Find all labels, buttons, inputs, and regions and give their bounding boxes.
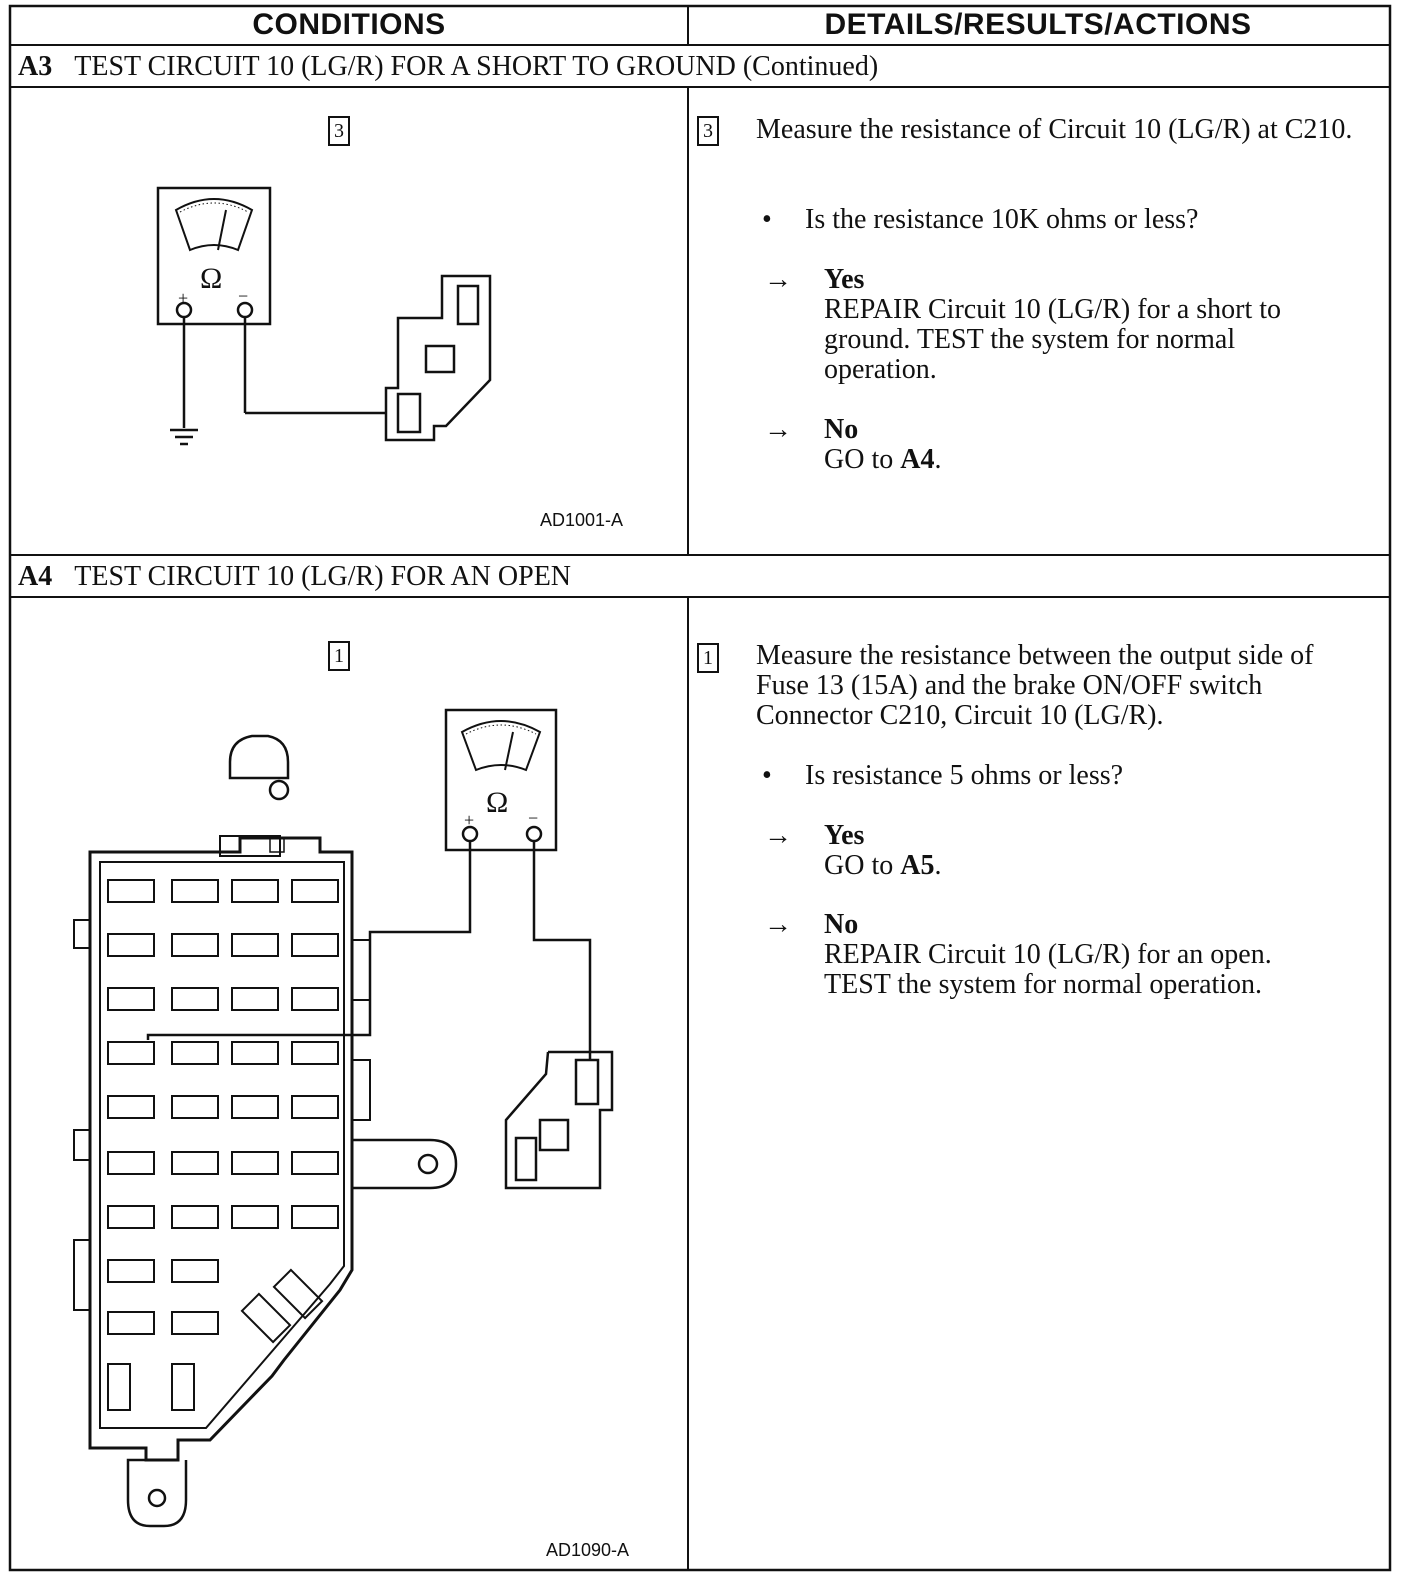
meter-needle bbox=[504, 731, 514, 771]
a3-figure-step-marker: 3 bbox=[328, 116, 350, 146]
a3-title: TEST CIRCUIT 10 (LG/R) FOR A SHORT TO GR… bbox=[74, 51, 879, 82]
a4-question: Is resistance 5 ohms or less? bbox=[805, 760, 1124, 791]
brake-switch-connector bbox=[504, 1050, 614, 1190]
a3-step-marker: 3 bbox=[697, 116, 719, 146]
a3-no-text: GO to A4. bbox=[824, 444, 942, 475]
a4-section-title: A4 TEST CIRCUIT 10 (LG/R) FOR AN OPEN bbox=[18, 561, 571, 593]
a4-step-number: A4 bbox=[18, 561, 53, 592]
a4-no-label: No bbox=[824, 909, 859, 940]
svg-text:−: − bbox=[238, 286, 248, 306]
a4-no-text: REPAIR Circuit 10 (LG/R) for an open. TE… bbox=[824, 939, 1272, 1000]
bullet-icon: • bbox=[762, 760, 772, 791]
a4-figure-id: AD1090-A bbox=[546, 1540, 630, 1560]
details-header: DETAILS/RESULTS/ACTIONS bbox=[824, 8, 1252, 41]
a3-ohmmeter-diagram: Ω + − bbox=[156, 186, 492, 446]
positive-lead bbox=[146, 841, 472, 1040]
a4-fuse-panel-diagram: Ω + − bbox=[73, 708, 614, 1528]
a4-step-text: Measure the resistance between the outpu… bbox=[756, 640, 1314, 731]
a4-yes-text: GO to A5. bbox=[824, 850, 942, 881]
a3-yes-label: Yes bbox=[824, 264, 865, 295]
ohmmeter-body bbox=[444, 708, 558, 852]
a4-figure-step-marker: 1 bbox=[328, 641, 350, 671]
fuse-panel-body bbox=[88, 836, 354, 1462]
a3-no-label: No bbox=[824, 414, 859, 445]
arrow-icon: → bbox=[764, 909, 792, 940]
meter-minus-terminal bbox=[525, 825, 543, 843]
svg-text:+: + bbox=[464, 810, 474, 830]
a3-no-target: A4 bbox=[900, 444, 935, 475]
brake-switch-connector bbox=[384, 274, 492, 442]
a3-figure-id: AD1001-A bbox=[540, 510, 624, 530]
a3-step-text: Measure the resistance of Circuit 10 (LG… bbox=[756, 114, 1353, 145]
meter-dial bbox=[460, 720, 542, 772]
a4-title: TEST CIRCUIT 10 (LG/R) FOR AN OPEN bbox=[74, 561, 572, 592]
fuse-panel-top-tab bbox=[228, 734, 290, 780]
fuse-panel-bottom-tab bbox=[126, 1458, 188, 1528]
arrow-icon: → bbox=[764, 414, 792, 445]
a3-yes-text: REPAIR Circuit 10 (LG/R) for a short to … bbox=[824, 294, 1282, 385]
meter-needle bbox=[217, 209, 227, 251]
svg-text:−: − bbox=[528, 808, 538, 828]
a3-step-number: A3 bbox=[18, 51, 53, 82]
a4-step-marker: 1 bbox=[697, 643, 719, 673]
a3-question: Is the resistance 10K ohms or less? bbox=[805, 204, 1199, 235]
svg-text:+: + bbox=[178, 288, 188, 308]
ohm-symbol: Ω bbox=[200, 262, 222, 295]
arrow-icon: → bbox=[764, 820, 792, 851]
negative-lead bbox=[532, 841, 592, 1060]
a4-yes-target: A5 bbox=[900, 850, 935, 881]
ohm-symbol: Ω bbox=[486, 786, 508, 819]
conditions-header: CONDITIONS bbox=[252, 8, 446, 41]
fuse-grid bbox=[107, 879, 339, 1411]
bullet-icon: • bbox=[762, 204, 772, 235]
a4-yes-label: Yes bbox=[824, 820, 865, 851]
a3-section-title: A3 TEST CIRCUIT 10 (LG/R) FOR A SHORT TO … bbox=[18, 51, 878, 83]
ohmmeter-body bbox=[156, 186, 272, 326]
arrow-icon: → bbox=[764, 264, 792, 295]
meter-dial bbox=[174, 198, 254, 252]
fuse-panel-side-tab bbox=[352, 1138, 458, 1190]
